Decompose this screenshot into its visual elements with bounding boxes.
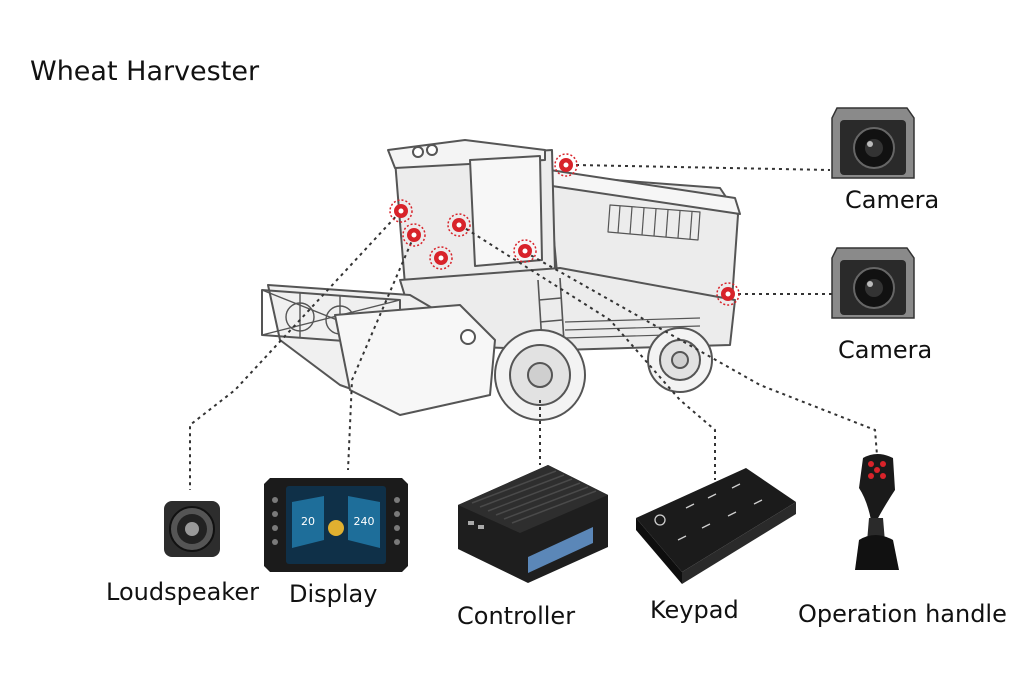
harvester-illustration <box>261 139 741 421</box>
diagram-title: Wheat Harvester <box>30 56 260 87</box>
camera-bottom-icon <box>831 247 915 319</box>
sensor-markers <box>389 153 740 306</box>
leader-camera-top <box>575 164 831 171</box>
label-camera-bottom: Camera <box>838 336 933 364</box>
leader-loudspeaker <box>189 211 401 490</box>
marker-cab-lower <box>429 246 453 270</box>
label-operation-handle: Operation handle <box>798 600 1007 628</box>
controller-icon <box>458 465 608 583</box>
operation-handle-icon <box>855 454 899 570</box>
camera-top-icon <box>831 107 915 179</box>
leader-lines <box>189 164 878 490</box>
leader-display <box>347 235 415 471</box>
marker-cab-inner <box>402 223 426 247</box>
marker-cab-left <box>389 199 413 223</box>
loudspeaker-icon <box>164 501 220 557</box>
label-display: Display <box>289 580 378 608</box>
marker-cab-right <box>513 239 537 263</box>
label-keypad: Keypad <box>650 596 739 624</box>
display-readout-right: 240 <box>354 515 375 528</box>
label-camera-top: Camera <box>845 186 940 214</box>
display-icon: 20 240 <box>264 478 408 572</box>
leader-operation-handle <box>524 251 878 456</box>
marker-roof <box>554 153 578 177</box>
marker-rear <box>716 282 740 306</box>
label-controller: Controller <box>457 602 576 630</box>
marker-cab-center <box>447 213 471 237</box>
label-loudspeaker: Loudspeaker <box>106 578 259 606</box>
keypad-icon <box>636 468 796 584</box>
display-readout-left: 20 <box>301 515 315 528</box>
